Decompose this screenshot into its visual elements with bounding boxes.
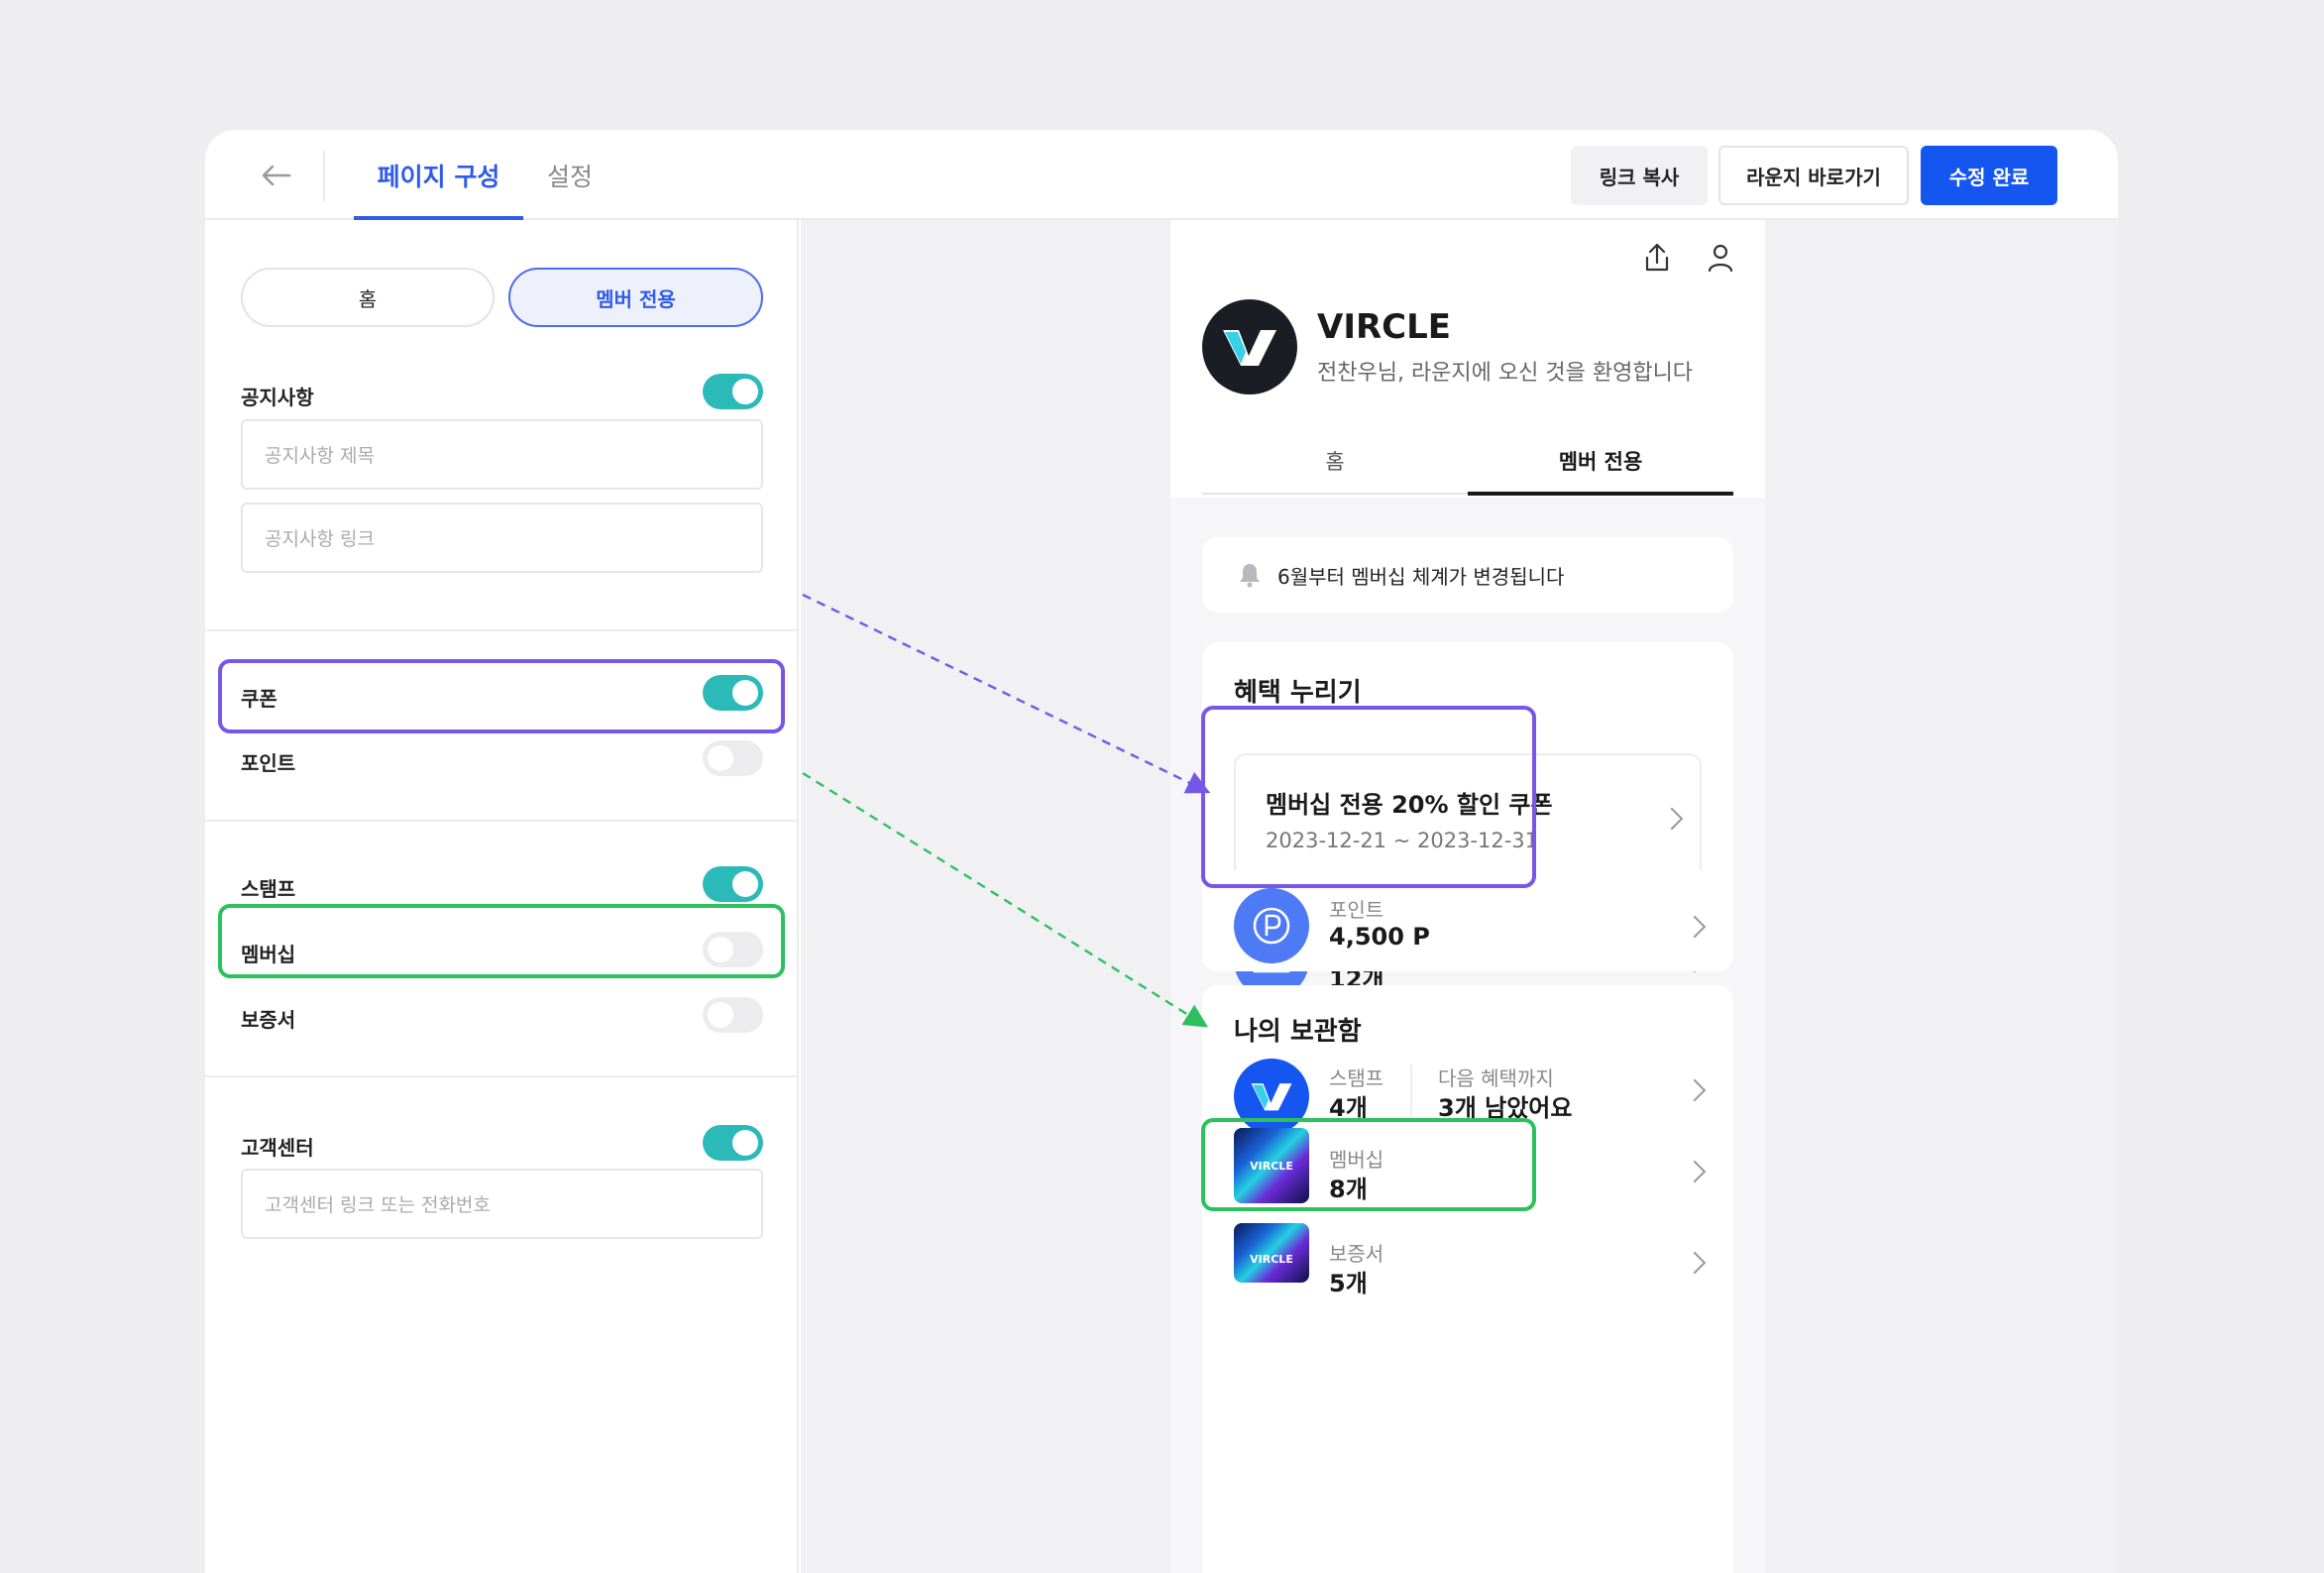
bell-icon (1240, 564, 1260, 588)
membership-highlight-box (218, 904, 785, 978)
voucher-card-thumbnail: VIRCLE (1234, 1223, 1309, 1283)
thumbnail-text: VIRCLE (1250, 1253, 1293, 1266)
header-divider (323, 150, 325, 201)
stamp-toggle[interactable] (703, 866, 763, 902)
voucher-toggle[interactable] (703, 997, 763, 1033)
segment-home[interactable]: 홈 (241, 268, 495, 327)
chevron-right-icon (1660, 807, 1684, 831)
stamp-label: 스탬프 (241, 877, 296, 901)
voucher-count-label: 보증서 (1329, 1242, 1384, 1266)
next-benefit-value: 3개 남았어요 (1438, 1094, 1573, 1122)
next-benefit-label: 다음 혜택까지 (1438, 1067, 1554, 1090)
share-icon[interactable] (1639, 240, 1675, 276)
coupon-connector-arrow (802, 593, 1211, 794)
thumbnail-text: VIRCLE (1250, 1160, 1293, 1173)
notice-title-input[interactable]: 공지사항 제목 (241, 419, 763, 490)
go-lounge-button[interactable]: 라운지 바로가기 (1718, 146, 1909, 205)
chevron-right-icon (1683, 1078, 1707, 1102)
preview-canvas: VIRCLE 전찬우님, 라운지에 오신 것을 환영합니다 홈 멤버 전용 6월… (801, 220, 2118, 1573)
chevron-right-icon (1683, 1251, 1707, 1275)
stamp-row-divider (1410, 1065, 1412, 1116)
notice-label: 공지사항 (241, 386, 314, 409)
stamp-count-label: 스탬프 (1329, 1067, 1384, 1090)
brand-name: VIRCLE (1317, 307, 1451, 347)
coupon-date: 2023-12-21 ~ 2023-12-31 (1266, 829, 1539, 852)
voucher-count-value: 5개 (1329, 1270, 1368, 1297)
notice-banner[interactable]: 6월부터 멤버십 체계가 변경됩니다 (1202, 537, 1733, 613)
active-tab-indicator (354, 216, 523, 220)
coupon-highlight-box (218, 659, 785, 733)
preview-active-tab-indicator (1468, 492, 1733, 496)
preview-tab-home[interactable]: 홈 (1325, 450, 1345, 474)
membership-count-label: 멤버십 (1329, 1148, 1384, 1172)
point-p-icon (1234, 888, 1309, 963)
point-value: 4,500 P (1329, 923, 1430, 951)
welcome-text: 전찬우님, 라운지에 오신 것을 환영합니다 (1317, 361, 1694, 386)
notice-banner-text: 6월부터 멤버십 체계가 변경됩니다 (1277, 564, 1565, 589)
coupon-title: 멤버십 전용 20% 할인 쿠폰 (1266, 791, 1553, 819)
mobile-preview: VIRCLE 전찬우님, 라운지에 오신 것을 환영합니다 홈 멤버 전용 6월… (1170, 220, 1765, 1573)
notice-link-input[interactable]: 공지사항 링크 (241, 503, 763, 573)
vircle-logo-icon (1223, 330, 1276, 366)
membership-toggle[interactable] (703, 932, 763, 967)
support-label: 고객센터 (241, 1136, 314, 1160)
membership-preview-highlight (1201, 1118, 1536, 1211)
point-label: 포인트 (241, 751, 296, 775)
section-divider (205, 1075, 797, 1077)
coupon-toggle[interactable] (703, 675, 763, 711)
segment-member-only[interactable]: 멤버 전용 (508, 268, 763, 327)
stamp-count-value: 4개 (1329, 1094, 1368, 1122)
profile-icon[interactable] (1703, 240, 1738, 276)
membership-card-thumbnail: VIRCLE (1234, 1128, 1309, 1203)
chevron-right-icon (1683, 915, 1707, 939)
tab-page-layout[interactable]: 페이지 구성 (377, 163, 500, 191)
back-button[interactable] (257, 156, 296, 195)
save-done-button[interactable]: 수정 완료 (1921, 146, 2057, 205)
brand-logo (1202, 299, 1297, 394)
preview-tab-member[interactable]: 멤버 전용 (1558, 450, 1643, 474)
point-toggle[interactable] (703, 740, 763, 776)
storage-title: 나의 보관함 (1234, 1017, 1362, 1047)
coupon-preview-highlight (1201, 706, 1536, 888)
point-label-text: 포인트 (1329, 898, 1384, 922)
top-bar: 페이지 구성 설정 링크 복사 라운지 바로가기 수정 완료 (205, 130, 2118, 220)
voucher-label: 보증서 (241, 1008, 296, 1032)
benefits-title: 혜택 누리기 (1234, 678, 1362, 708)
editor-window: 페이지 구성 설정 링크 복사 라운지 바로가기 수정 완료 홈 멤버 전용 공… (205, 130, 2118, 1573)
tab-settings[interactable]: 설정 (547, 163, 594, 191)
storage-card: 나의 보관함 스탬프 4개 다음 혜택까지 3개 남았어요 VIRCLE (1202, 985, 1733, 1573)
coupon-label: 쿠폰 (241, 687, 277, 711)
chevron-right-icon (1683, 1160, 1707, 1183)
support-input[interactable]: 고객센터 링크 또는 전화번호 (241, 1169, 763, 1239)
support-toggle[interactable] (703, 1125, 763, 1161)
settings-panel: 홈 멤버 전용 공지사항 공지사항 제목 공지사항 링크 쿠폰 포인트 스탬프 … (205, 220, 799, 1573)
copy-link-button[interactable]: 링크 복사 (1571, 146, 1708, 205)
membership-label: 멤버십 (241, 943, 296, 966)
membership-connector-arrow (802, 771, 1209, 1028)
notice-toggle[interactable] (703, 374, 763, 409)
section-divider (205, 820, 797, 822)
membership-count-value: 8개 (1329, 1176, 1368, 1203)
section-divider (205, 629, 797, 631)
arrow-left-icon (262, 165, 291, 186)
